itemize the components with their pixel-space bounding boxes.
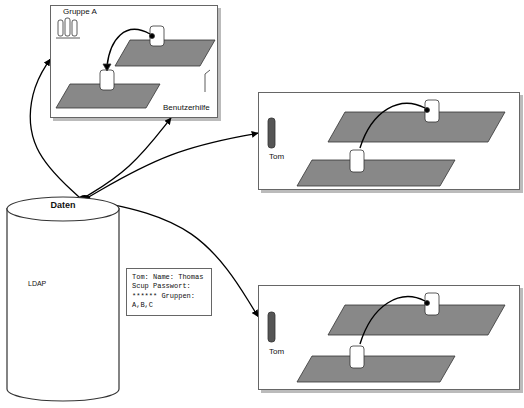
device — [425, 100, 439, 122]
panel-ground — [258, 285, 520, 390]
scene-a — [56, 18, 215, 108]
database-cylinder: DatenLDAP — [6, 196, 120, 402]
node-label: Tom — [269, 153, 284, 162]
device — [350, 346, 364, 368]
panel: Tom — [258, 92, 520, 190]
node-label: Gruppe A — [63, 8, 97, 17]
plane — [328, 112, 505, 142]
device — [425, 293, 439, 315]
flow-line — [360, 297, 425, 344]
node-label: Tom — [269, 348, 284, 357]
panel: Tom — [258, 285, 520, 390]
node-label: Daten — [50, 201, 75, 211]
cylinder-outline — [6, 196, 120, 402]
panel-grounds — [50, 5, 523, 393]
person-icon — [268, 118, 275, 148]
plane — [328, 305, 505, 335]
drawing-part — [205, 74, 206, 92]
cylinder-top — [7, 197, 119, 221]
node-label: LDAP — [28, 280, 46, 288]
node-label: Benutzerhilfe — [163, 104, 210, 113]
flow-line — [360, 103, 425, 148]
scene-c — [268, 293, 505, 382]
note-box: Tom: Name: Thomas Scup Passwort: ****** … — [126, 268, 212, 316]
device — [100, 70, 114, 90]
drawing-part — [65, 18, 70, 36]
panel-ground — [50, 5, 218, 118]
drawing-part — [72, 20, 77, 36]
arrow-head — [103, 64, 111, 71]
device — [350, 150, 364, 172]
connector-arrow — [84, 118, 171, 198]
plane — [115, 40, 215, 66]
panel: Gruppe A Benutzerhilfe — [50, 5, 218, 118]
person-icon — [268, 312, 275, 342]
connector-arrow — [87, 133, 258, 198]
scene-b — [268, 100, 505, 186]
help-icon — [205, 70, 210, 92]
plane — [297, 160, 455, 186]
flow-arrow — [107, 29, 150, 66]
plane — [297, 356, 455, 382]
group-icon — [56, 18, 80, 38]
dot — [150, 34, 155, 39]
note-text: Tom: Name: Thomas Scup Passwort: ****** … — [132, 273, 206, 311]
cylinder-body — [7, 208, 119, 401]
drawing-part — [205, 70, 210, 74]
dot — [425, 301, 430, 306]
dot — [425, 108, 430, 113]
panel-ground — [258, 92, 520, 190]
drawing-part — [58, 20, 63, 36]
device — [150, 26, 164, 46]
connector-arrow — [30, 59, 80, 198]
drawing-part — [56, 38, 80, 39]
